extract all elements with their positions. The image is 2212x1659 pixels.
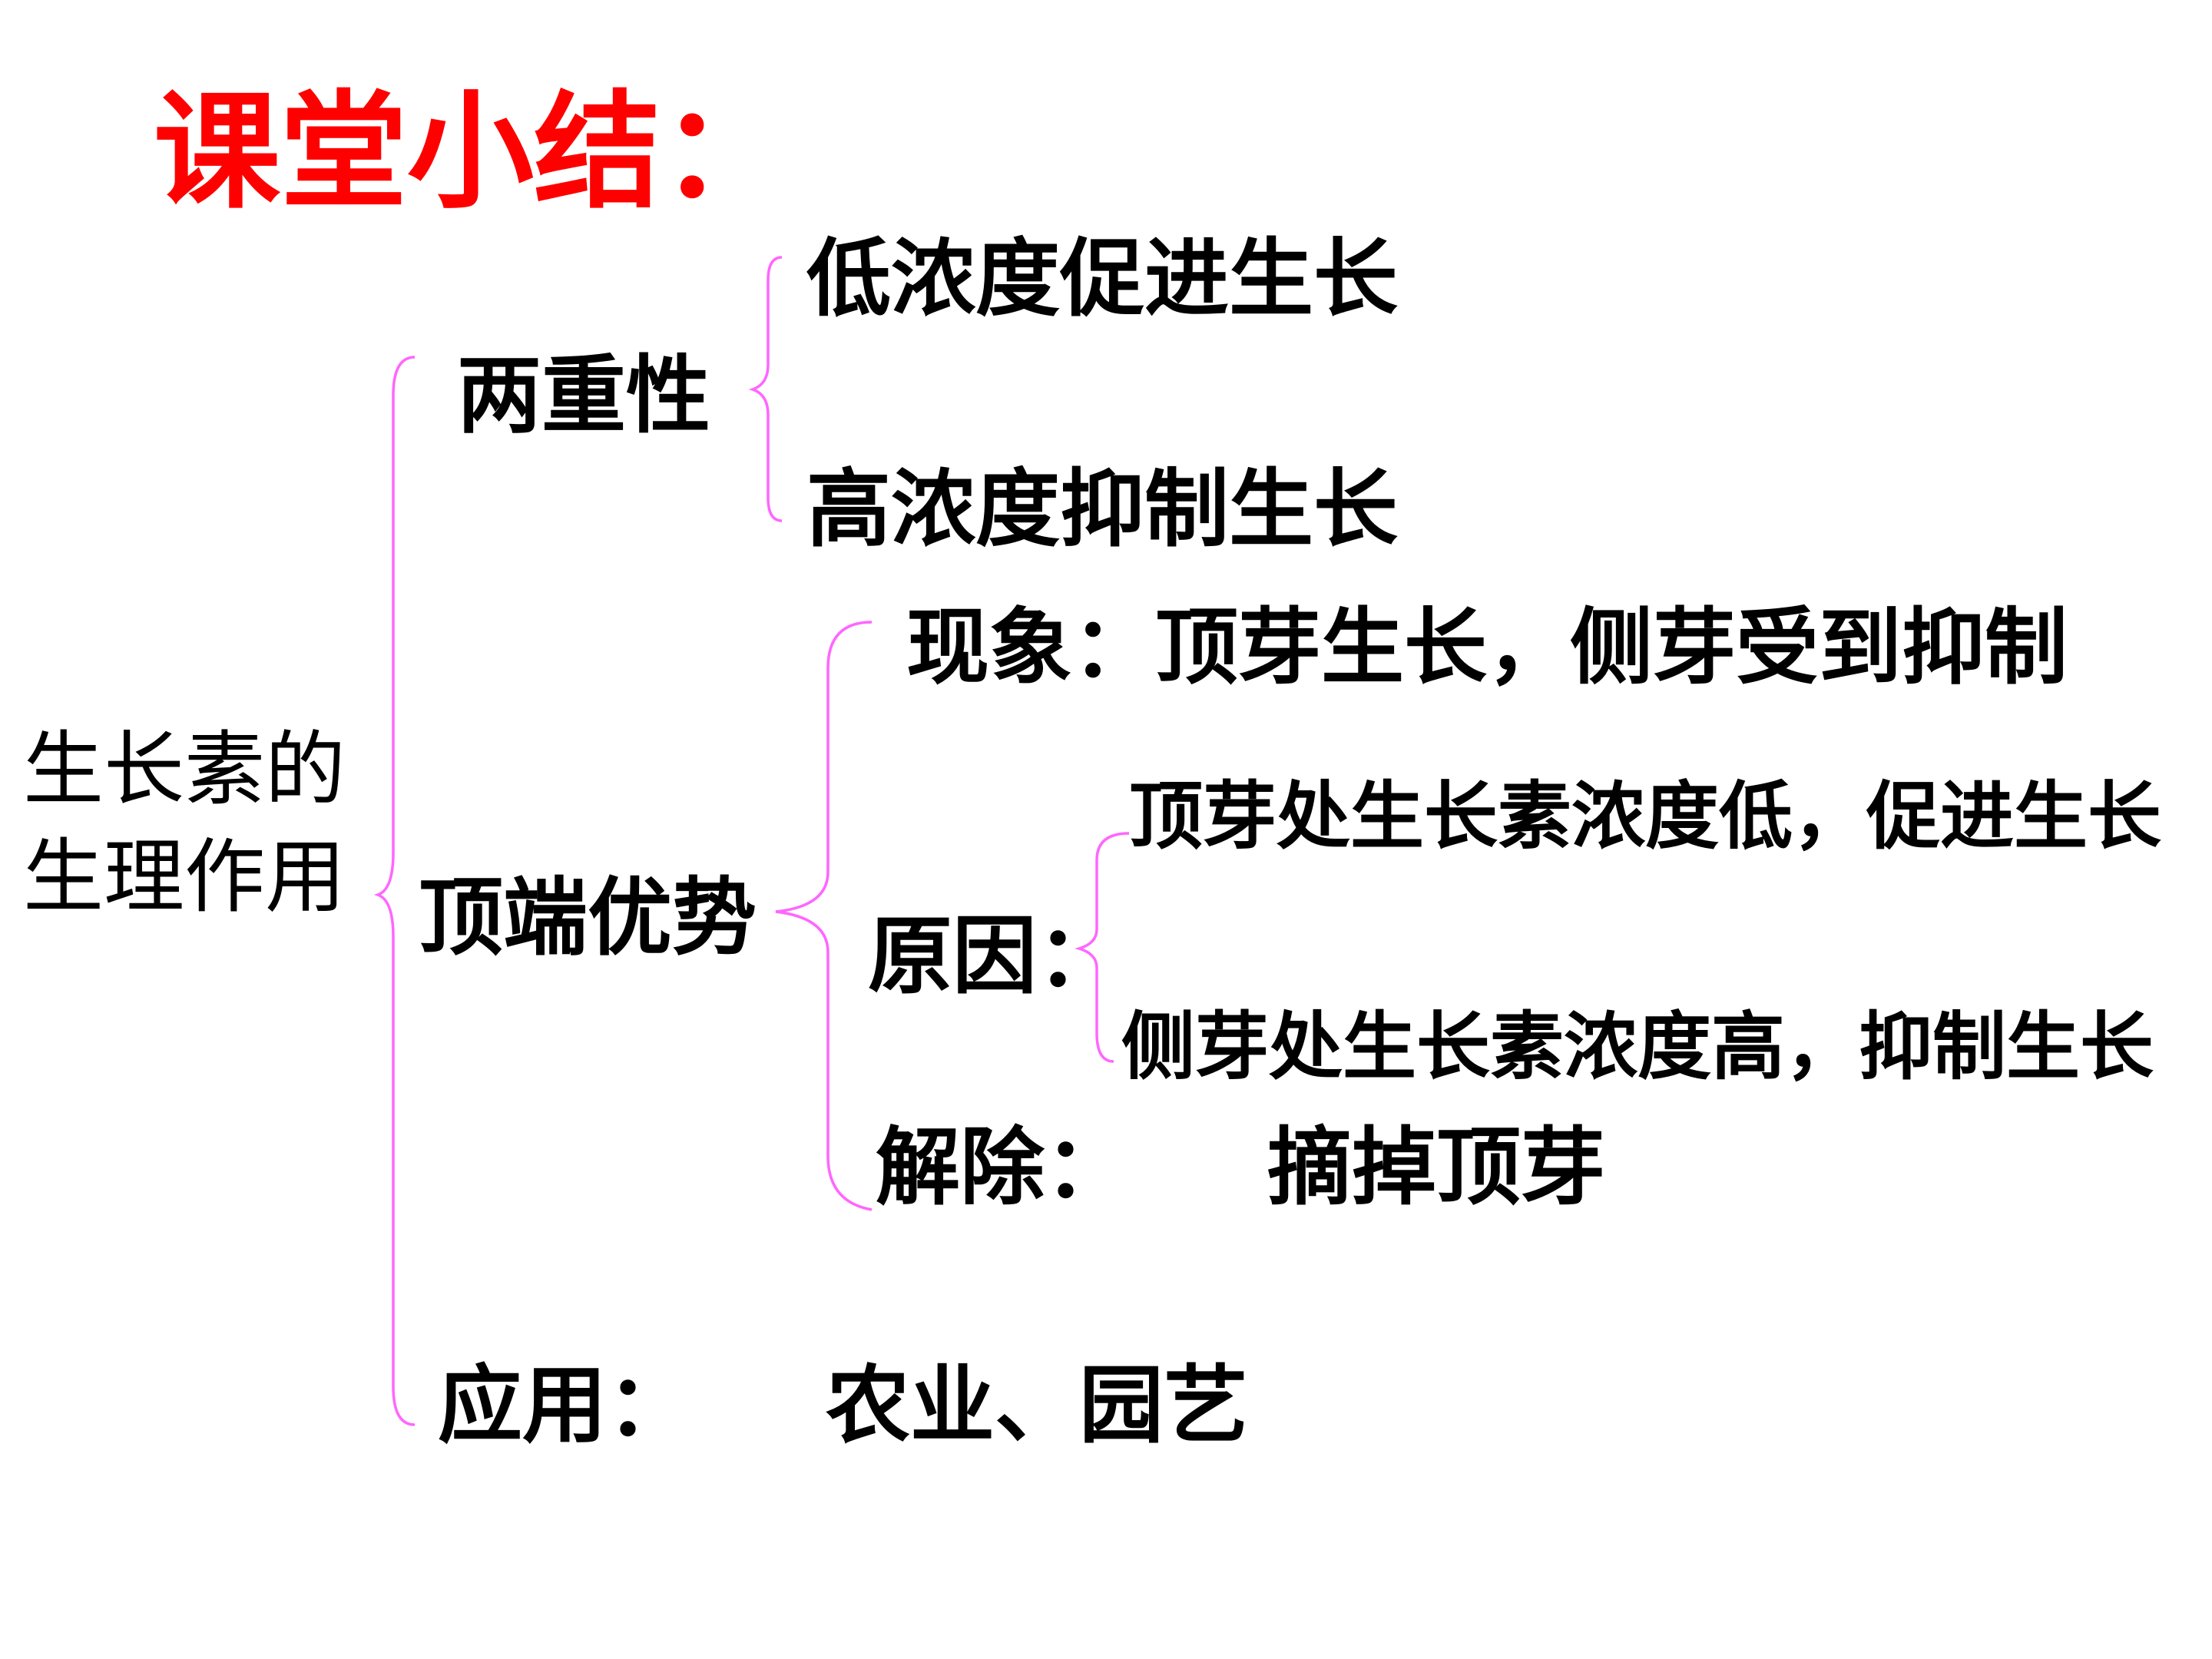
brace-cause [1074, 832, 1130, 1063]
apical-removal-label: 解除： [876, 1118, 1129, 1217]
brace-apical [775, 621, 873, 1211]
root-label-line-1: 生长素的 [23, 723, 346, 816]
branch-apical-dominance-label: 顶端优势 [419, 869, 757, 967]
duality-low-concentration: 低浓度促进生长 [806, 230, 1398, 328]
duality-high-concentration: 高浓度抑制生长 [806, 460, 1398, 558]
application-value: 农业、园艺 [826, 1356, 1248, 1455]
brace-duality [748, 256, 783, 522]
braces-group [373, 256, 1130, 1426]
branch-application-label: 应用： [438, 1356, 691, 1455]
apical-cause-top-bud: 顶芽处生长素浓度低，促进生长 [1129, 773, 2161, 859]
branch-duality-label: 两重性 [457, 346, 710, 445]
apical-phenomenon: 现象：顶芽生长，侧芽受到抑制 [906, 600, 2068, 696]
apical-cause-label: 原因： [868, 907, 1121, 1005]
slide-title: 课堂小结： [154, 77, 787, 226]
apical-removal-value: 摘掉顶芽 [1267, 1118, 1605, 1217]
root-label-line-2: 生理作用 [23, 830, 346, 924]
brace-root [373, 356, 416, 1426]
apical-cause-lateral-bud: 侧芽处生长素浓度高，抑制生长 [1121, 1004, 2154, 1090]
